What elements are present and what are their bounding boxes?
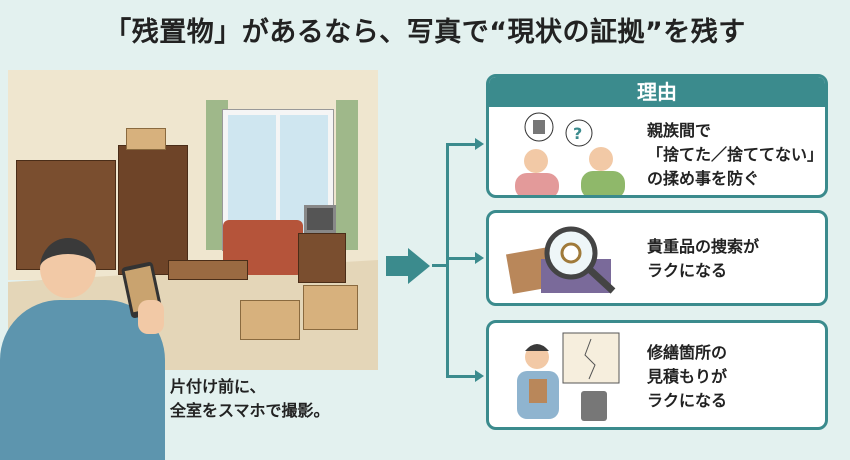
caption-line: 全室をスマホで撮影。 (170, 401, 330, 420)
reason-text: 親族間で 「捨てた／捨ててない」 の揉め事を防ぐ (647, 119, 823, 191)
caption-line: 片付け前に、 (170, 377, 266, 396)
wardrobe (118, 145, 188, 275)
cluttered-room-illustration (8, 70, 378, 370)
reason-line: ラクになる (647, 391, 728, 410)
reason-line: ラクになる (647, 261, 728, 280)
magnifier-valuables-icon (505, 226, 616, 294)
reason-card-3: 修繕箇所の 見積もりが ラクになる (486, 320, 828, 430)
arguing-family-icon: ? (515, 112, 625, 195)
connector (446, 143, 449, 378)
table (168, 260, 248, 280)
reason-line: 見積もりが (647, 367, 728, 386)
caption: 片付け前に、 全室をスマホで撮影。 (170, 375, 330, 423)
repair-estimate-icon (517, 332, 620, 421)
reason-line: 「捨てた／捨ててない」 (647, 145, 824, 164)
reason-line: 修繕箇所の (647, 343, 728, 362)
reason-text: 貴重品の捜索が ラクになる (647, 235, 759, 283)
reason-card-1: 理由 ? 親族間で 「捨てた／捨ててない」 の揉め事を防ぐ (486, 74, 828, 198)
reason-text: 修繕箇所の 見積もりが ラクになる (647, 341, 727, 413)
reason-line: 貴重品の捜索が (647, 237, 760, 256)
svg-text:?: ? (573, 124, 582, 143)
reason-line: の揉め事を防ぐ (647, 169, 760, 188)
arrow-to-reason-1 (446, 138, 484, 150)
tv (304, 205, 336, 233)
reason-card-2: 貴重品の捜索が ラクになる (486, 210, 828, 306)
cardboard-box (303, 285, 358, 330)
connector (432, 264, 448, 267)
arrow-to-reason-2 (446, 252, 484, 264)
page-title: 「残置物」があるなら、写真で“現状の証拠”を残す (104, 17, 746, 48)
cardboard-box (240, 300, 300, 340)
reason-line: 親族間で (647, 121, 712, 140)
reasons-header: 理由 (489, 77, 825, 107)
arrow-to-reason-3 (446, 370, 484, 382)
